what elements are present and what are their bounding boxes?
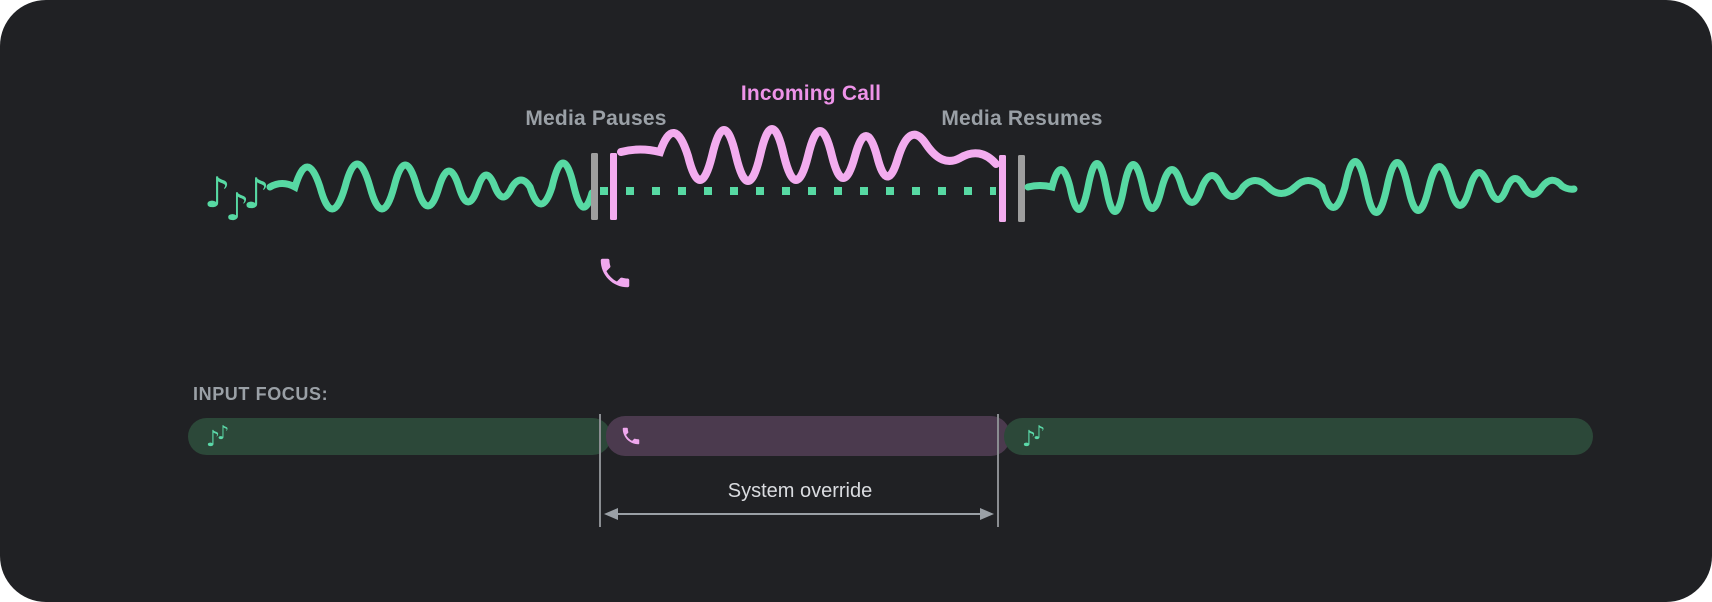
resume-marker-gray	[1018, 155, 1025, 222]
incoming-call-label: Incoming Call	[740, 82, 882, 105]
music-notes-icon: ♪♪	[206, 421, 230, 452]
call-wave	[617, 125, 1000, 185]
pause-marker-gray	[591, 153, 598, 220]
focus-segment-media-after: ♪♪	[1004, 418, 1593, 455]
phone-handset-icon	[600, 258, 630, 288]
music-notes-icon: ♪♪	[1022, 421, 1046, 452]
focus-segment-media-before: ♪♪	[188, 418, 611, 455]
focus-segment-call	[606, 416, 1010, 456]
override-boundary-line-right	[997, 414, 999, 527]
input-focus-caption: INPUT FOCUS:	[193, 384, 329, 404]
music-notes-icon: ♪ ♪ ♪	[204, 168, 270, 229]
media-wave-after	[1024, 158, 1578, 216]
media-pauses-label: Media Pauses	[525, 107, 667, 130]
system-override-label: System override	[727, 480, 873, 502]
pause-marker-pink	[610, 153, 617, 220]
system-override-arrow	[604, 508, 994, 520]
svg-text:♪: ♪	[204, 168, 231, 217]
override-boundary-line-left	[599, 414, 601, 527]
svg-text:♪: ♪	[225, 185, 249, 229]
phone-handset-icon	[622, 427, 640, 445]
media-resumes-label: Media Resumes	[941, 107, 1103, 130]
svg-text:♪: ♪	[243, 169, 270, 218]
media-wave-before	[266, 159, 596, 213]
resume-marker-pink	[999, 155, 1006, 222]
